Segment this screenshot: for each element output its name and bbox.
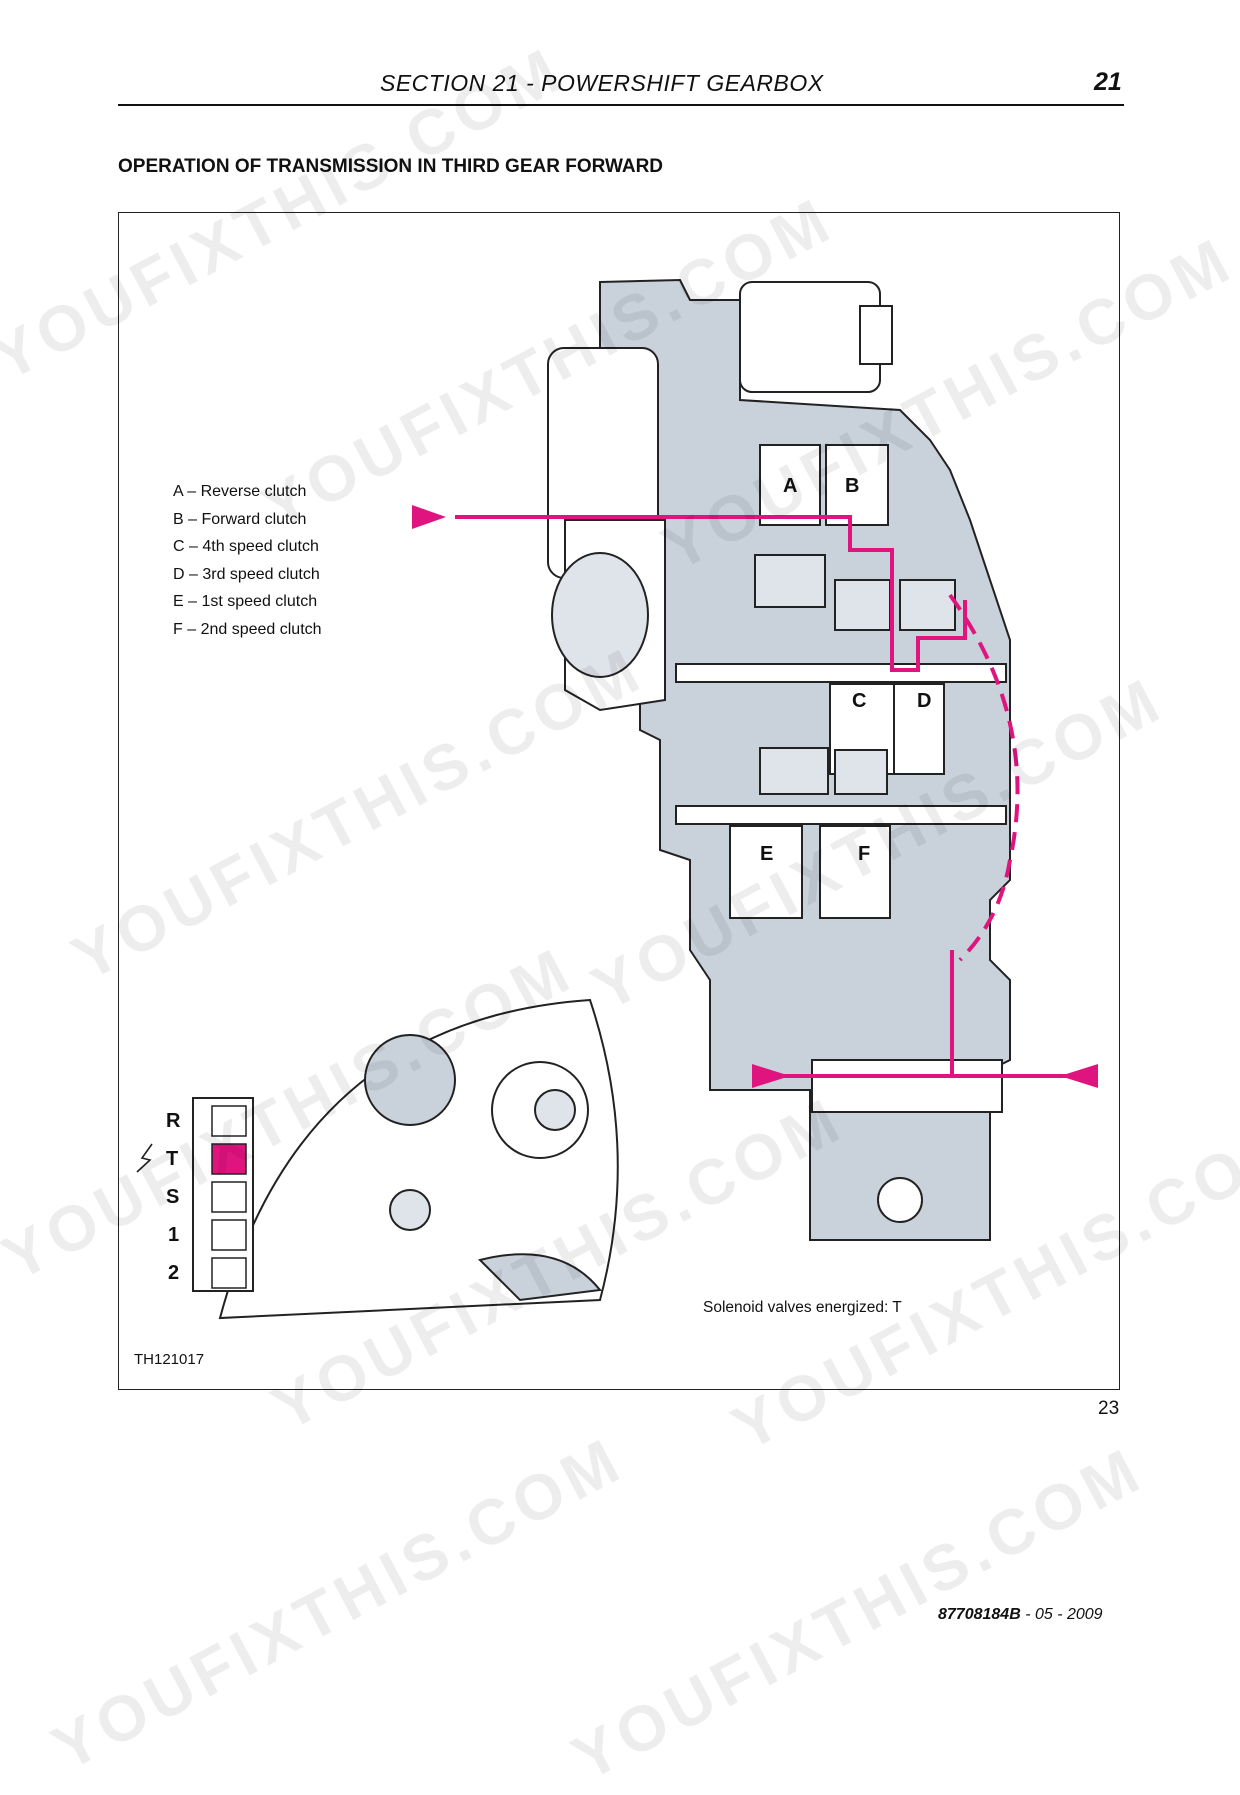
upper-clutch-packs <box>754 444 956 631</box>
clutch-label-d: D <box>917 690 932 712</box>
figure-id: TH121017 <box>134 1351 205 1368</box>
energized-bolt-icon <box>136 1143 153 1173</box>
solenoid-valve-blocks <box>211 1105 247 1289</box>
figure-frame <box>118 212 1120 1390</box>
clutch-label-e: E <box>760 843 774 865</box>
lower-clutch-packs <box>729 825 891 919</box>
solenoid-label-s: S <box>166 1186 180 1208</box>
output-shaft <box>811 1059 1003 1223</box>
clutch-legend: A – Reverse clutch B – Forward clutch C … <box>173 478 322 643</box>
legend-item: C – 4th speed clutch <box>173 538 319 555</box>
clutch-label-c: C <box>852 690 867 712</box>
legend-item: F – 2nd speed clutch <box>173 620 322 638</box>
legend-item: A – Reverse clutch <box>173 483 307 500</box>
clutch-label-b: B <box>845 475 860 497</box>
header-rule <box>118 104 1124 106</box>
clutch-label-f: F <box>858 843 871 865</box>
solenoid-inset <box>192 998 619 1320</box>
header-title: SECTION 21 - POWERSHIFT GEARBOX <box>380 70 824 96</box>
flywheel-cover <box>551 519 666 712</box>
footer-code: 87708184B - 05 - 2009 <box>938 1606 1103 1624</box>
page-number: 23 <box>1098 1398 1120 1419</box>
solenoid-label-1: 1 <box>168 1224 180 1246</box>
legend-item: E – 1st speed clutch <box>173 593 318 610</box>
section-heading: OPERATION OF TRANSMISSION IN THIRD GEAR … <box>118 156 664 177</box>
doc-date: - 05 - 2009 <box>1020 1606 1103 1623</box>
solenoid-label-t: T <box>166 1148 179 1170</box>
solenoid-note: Solenoid valves energized: T <box>703 1299 902 1316</box>
solenoid-label-2: 2 <box>168 1262 180 1284</box>
power-flow-path <box>455 515 1095 1078</box>
legend-item: B – Forward clutch <box>173 510 307 528</box>
solenoid-label-r: R <box>166 1110 181 1132</box>
section-number: 21 <box>1094 68 1122 96</box>
transmission-diagram <box>136 278 1098 1320</box>
doc-code: 87708184B <box>938 1606 1021 1623</box>
middle-clutch-packs <box>759 683 945 795</box>
clutch-label-a: A <box>783 475 798 497</box>
shafts <box>675 663 1007 825</box>
legend-item: D – 3rd speed clutch <box>173 565 320 583</box>
power-flow-arrowheads <box>412 505 1098 1088</box>
